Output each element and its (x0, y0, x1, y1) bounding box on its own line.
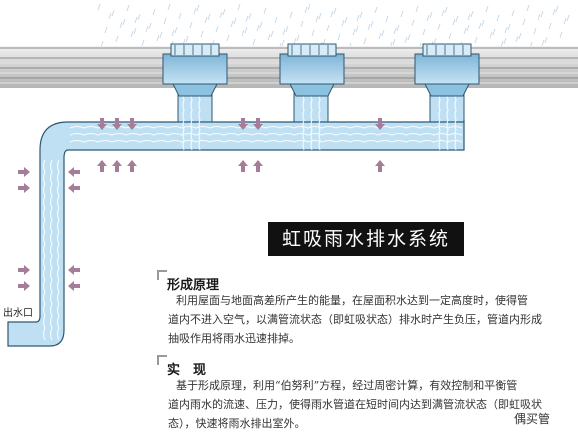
section-marker (157, 270, 167, 280)
pressure-arrow-left-icon (68, 183, 80, 193)
pressure-arrow-right-icon (18, 167, 30, 177)
rain-streaks (97, 3, 570, 50)
implementation-line-1: 基于形成原理，利用“伯努利”方程，经过周密计算，有效控制和平衡管 (176, 379, 518, 392)
roof-drain-icon (279, 43, 345, 97)
section-heading-implementation: 实 现 (167, 363, 207, 378)
pressure-arrow-down-icon (127, 118, 137, 130)
watermark-text: 偶买管 (514, 412, 551, 426)
roof-drain-icon (414, 43, 480, 97)
pressure-arrow-up-icon (375, 160, 385, 172)
pressure-arrow-up-icon (238, 160, 248, 172)
implementation-line-2: 道内雨水的流速、压力，使得雨水管道在短时间内达到满管流状态（即虹吸状 (168, 398, 542, 411)
pressure-arrow-down-icon (253, 118, 263, 130)
diagram-title: 虹吸雨水排水系统 (268, 222, 464, 256)
pressure-arrow-up-icon (253, 160, 263, 172)
principle-line-2: 道内不进入空气，以满管流状态（即虹吸状态）排水时产生负压，管道内形成 (168, 313, 542, 326)
pressure-arrow-right-icon (18, 281, 30, 291)
pressure-arrow-down-icon (238, 118, 248, 130)
principle-line-3: 抽吸作用将雨水迅速排掉。 (168, 332, 300, 345)
pressure-arrow-up-icon (112, 160, 122, 172)
pressure-arrow-down-icon (97, 118, 107, 130)
pressure-arrow-up-icon (127, 160, 137, 172)
pressure-arrow-left-icon (68, 281, 80, 291)
principle-line-1: 利用屋面与地面高差所产生的能量，在屋面积水达到一定高度时，使得管 (176, 294, 528, 307)
pressure-arrow-right-icon (18, 265, 30, 275)
implementation-line-3: 态），快速将雨水排出室外。 (168, 417, 306, 430)
pressure-arrow-up-icon (97, 160, 107, 172)
siphon-pipe-network (7, 85, 465, 347)
pressure-arrow-down-icon (112, 118, 122, 130)
pressure-arrow-left-icon (68, 167, 80, 177)
pressure-arrow-left-icon (68, 265, 80, 275)
section-marker (157, 355, 167, 365)
pressure-arrow-down-icon (375, 118, 385, 130)
outlet-label: 出水口 (3, 308, 33, 319)
pressure-arrow-right-icon (18, 183, 30, 193)
section-heading-principle: 形成原理 (167, 278, 220, 293)
roof-drain-icon (162, 43, 228, 97)
